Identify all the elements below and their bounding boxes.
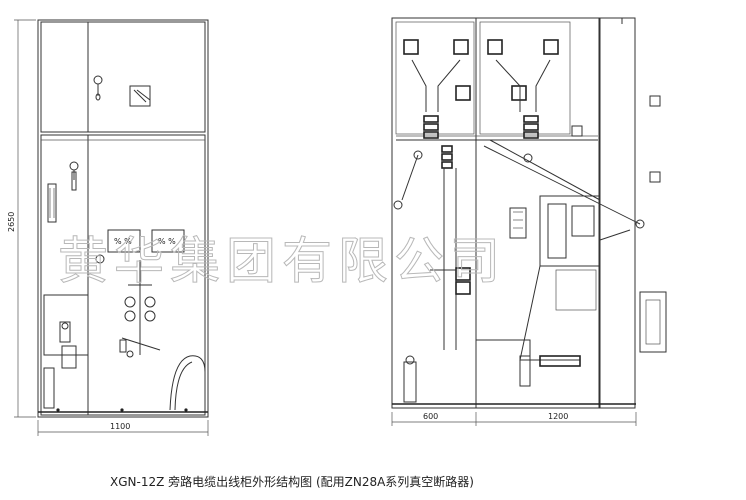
svg-text:% %: % % xyxy=(114,237,132,246)
top-busbars xyxy=(403,39,559,112)
svg-text:% %: % % xyxy=(158,237,176,246)
selector-switch-icon xyxy=(129,85,151,107)
mimic-diagram xyxy=(95,254,161,358)
side-depth-left-label: 600 xyxy=(423,412,438,421)
side-depth-right-label: 1200 xyxy=(548,412,568,421)
upper-door-handle-icon xyxy=(93,75,103,101)
front-view: % % % % 2650 xyxy=(7,19,209,436)
company-watermark: 黄华集团有限公司 xyxy=(58,232,506,290)
vacuum-breaker xyxy=(509,195,631,361)
front-width-dimension-label: 1100 xyxy=(110,422,130,431)
lower-door-handle-icon xyxy=(69,161,79,191)
diagram-caption: XGN-12Z 旁路电缆出线柜外形结构图 (配用ZN28A系列真空断路器) xyxy=(110,474,474,489)
insulators xyxy=(423,115,539,169)
height-dimension-label: 2650 xyxy=(7,212,16,232)
side-section-view: 600 1200 xyxy=(391,17,667,426)
